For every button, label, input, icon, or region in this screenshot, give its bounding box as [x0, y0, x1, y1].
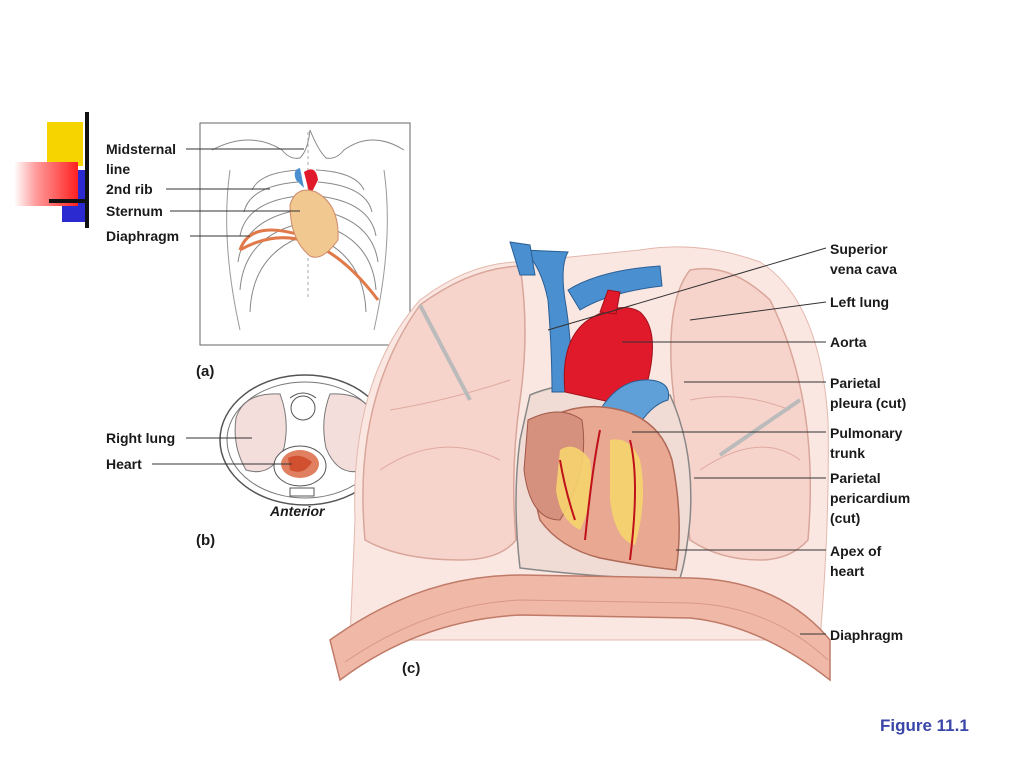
panel-b-tag: (b)	[196, 532, 216, 549]
decor-yellow-square	[47, 122, 83, 166]
label-diaphragm-a: Diaphragm	[106, 228, 180, 244]
label-aorta: Aorta	[830, 334, 867, 350]
panel-c-heart-lungs-illustration	[329, 241, 831, 682]
label-pulmonary-trunk: Pulmonary trunk	[830, 425, 903, 461]
label-parietal-pleura: Parietal pleura (cut)	[830, 375, 907, 411]
label-2nd-rib: 2nd rib	[106, 181, 153, 197]
decor-red-gradient	[14, 162, 78, 206]
label-heart: Heart	[106, 456, 142, 472]
label-diaphragm-c: Diaphragm	[830, 627, 904, 643]
label-superior-vena-cava: Superior vena cava	[830, 241, 897, 277]
label-left-lung: Left lung	[830, 294, 890, 310]
panel-b-cross-section-illustration	[152, 374, 391, 506]
label-apex-of-heart: Apex of heart	[830, 543, 882, 579]
label-parietal-pericardium: Parietal pericardium (cut)	[830, 470, 911, 526]
panel-c-tag: (c)	[402, 660, 421, 677]
label-sternum: Sternum	[106, 203, 163, 219]
label-right-lung: Right lung	[106, 430, 176, 446]
panel-a-tag: (a)	[196, 363, 215, 380]
decor-horizontal-rule	[49, 199, 87, 203]
label-anterior: Anterior	[270, 503, 325, 519]
label-midsternal-line: Midsternal line	[106, 141, 177, 177]
panel-a-thorax-illustration	[166, 122, 411, 346]
decor-vertical-rule	[85, 112, 89, 228]
figure-caption: Figure 11.1	[880, 716, 969, 735]
